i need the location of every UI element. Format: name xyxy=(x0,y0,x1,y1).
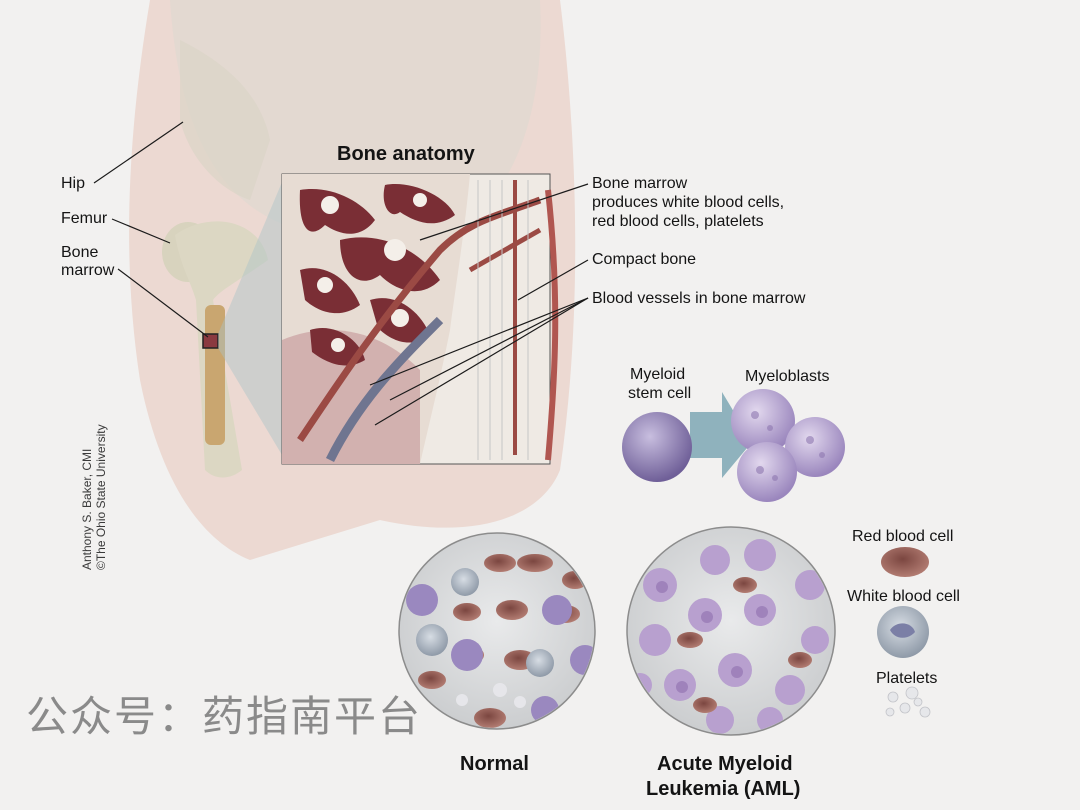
callout-bone-marrow-1: Bone marrow xyxy=(592,175,688,192)
illustrator-credit: Anthony S. Baker, CMI ©The Ohio State Un… xyxy=(80,424,108,570)
myeloblasts-label: Myeloblasts xyxy=(745,368,830,385)
femur-bone xyxy=(162,221,268,478)
myeloid-label-1: Myeloid xyxy=(630,366,686,383)
white-blood-cell-sample xyxy=(877,606,929,658)
legend-white-blood-cell: White blood cell xyxy=(847,588,960,605)
platelets-sample xyxy=(885,686,931,718)
credit-line-2: ©The Ohio State University xyxy=(94,424,108,570)
red-blood-cell-sample xyxy=(881,547,929,577)
myeloblasts xyxy=(731,389,845,502)
aml-blood-circle xyxy=(626,526,836,736)
normal-blood-circle xyxy=(398,532,596,730)
callout-blood-vessels: Blood vessels in bone marrow xyxy=(592,290,806,307)
legend-red-blood-cell: Red blood cell xyxy=(852,528,954,545)
bone-marrow-label-1: Bone xyxy=(61,244,99,261)
callout-bone-marrow-3: red blood cells, platelets xyxy=(592,213,764,230)
hip-label: Hip xyxy=(61,175,86,192)
callout-bone-marrow-2: produces white blood cells, xyxy=(592,194,785,211)
bone-anatomy-panel xyxy=(281,173,559,465)
credit-line-1: Anthony S. Baker, CMI xyxy=(80,448,94,570)
normal-label: Normal xyxy=(460,753,529,775)
aml-label-1: Acute Myeloid xyxy=(657,753,793,775)
legend-platelets: Platelets xyxy=(876,670,938,687)
femur-label: Femur xyxy=(61,210,108,227)
watermark: 公众号：药指南平台 xyxy=(26,692,423,741)
myeloid-label-2: stem cell xyxy=(628,385,692,402)
aml-label-2: Leukemia (AML) xyxy=(646,778,801,800)
bone-marrow-label-2: marrow xyxy=(61,262,115,279)
leader-lines xyxy=(93,121,589,426)
bone-anatomy-title: Bone anatomy xyxy=(337,143,475,165)
callout-compact-bone: Compact bone xyxy=(592,251,697,268)
myeloid-stem-cell xyxy=(622,392,752,482)
